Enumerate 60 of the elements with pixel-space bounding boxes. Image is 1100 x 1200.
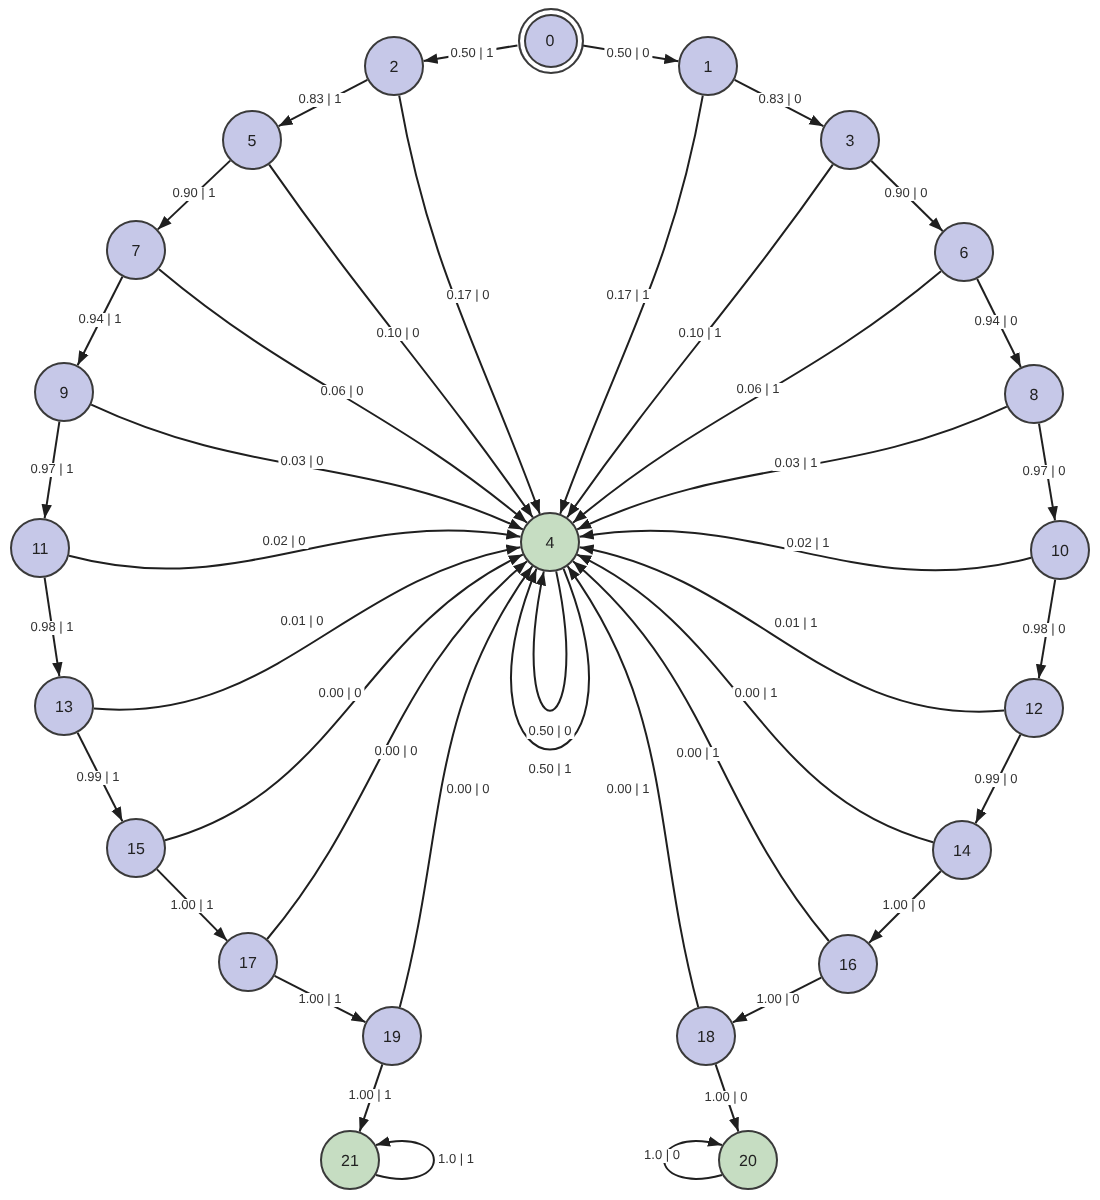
transition-arrow: [572, 560, 830, 942]
self-loop-arrow: [663, 1137, 723, 1180]
state-node: 11: [10, 518, 70, 578]
state-node: 14: [932, 820, 992, 880]
transition-arrow: [158, 268, 528, 524]
state-node: 7: [106, 220, 166, 280]
transition-arrow: [92, 545, 522, 711]
state-node: 5: [222, 110, 282, 170]
transition-arrow: [266, 560, 528, 940]
transition-arrow: [576, 553, 934, 844]
self-loop-arrow: [532, 570, 568, 712]
transition-arrow: [566, 163, 834, 519]
transition-arrow: [714, 1063, 740, 1133]
transition-arrow: [398, 565, 534, 1008]
state-node: 9: [34, 362, 94, 422]
self-loop-arrow: [375, 1137, 435, 1180]
state-node: 12: [1004, 678, 1064, 738]
transition-arrow: [559, 94, 704, 515]
transition-arrow: [572, 270, 942, 524]
self-loop-arrow: [510, 567, 590, 751]
state-node: 18: [676, 1006, 736, 1066]
state-node: 19: [362, 1006, 422, 1066]
state-node: 21: [320, 1130, 380, 1190]
state-node: 13: [34, 676, 94, 736]
transition-arrow: [268, 163, 534, 519]
transition-arrow: [43, 576, 63, 678]
state-node: 10: [1030, 520, 1090, 580]
start-state-node: 0: [517, 7, 583, 73]
state-node: 15: [106, 818, 166, 878]
state-node: 6: [934, 222, 994, 282]
transition-arrow: [870, 160, 944, 232]
transition-arrow: [566, 565, 700, 1008]
transition-arrow: [733, 78, 825, 128]
state-node: 17: [218, 932, 278, 992]
transition-arrow: [398, 94, 541, 515]
transition-arrow: [1038, 422, 1058, 522]
transition-arrow: [76, 731, 124, 823]
transition-arrow: [976, 278, 1022, 368]
state-node: 3: [820, 110, 880, 170]
transition-arrow: [974, 733, 1022, 825]
transition-arrow: [76, 275, 124, 367]
state-node: 4: [520, 512, 580, 572]
state-node: 1: [678, 36, 738, 96]
state-node: 2: [364, 36, 424, 96]
transition-arrow: [578, 545, 1006, 713]
transition-arrow: [576, 405, 1008, 531]
state-node: 16: [818, 934, 878, 994]
transition-arrow: [68, 529, 522, 570]
transition-arrow: [578, 529, 1032, 572]
state-node: 8: [1004, 364, 1064, 424]
transition-arrow: [164, 553, 524, 842]
transition-arrow: [1035, 578, 1057, 680]
state-node: 20: [718, 1130, 778, 1190]
transition-arrow: [156, 159, 232, 231]
transition-arrow: [90, 403, 524, 531]
transition-arrow: [156, 868, 228, 942]
transition-arrow: [731, 976, 823, 1024]
transition-arrow: [277, 78, 369, 128]
transition-arrow: [868, 870, 942, 944]
transition-arrow: [41, 420, 61, 520]
